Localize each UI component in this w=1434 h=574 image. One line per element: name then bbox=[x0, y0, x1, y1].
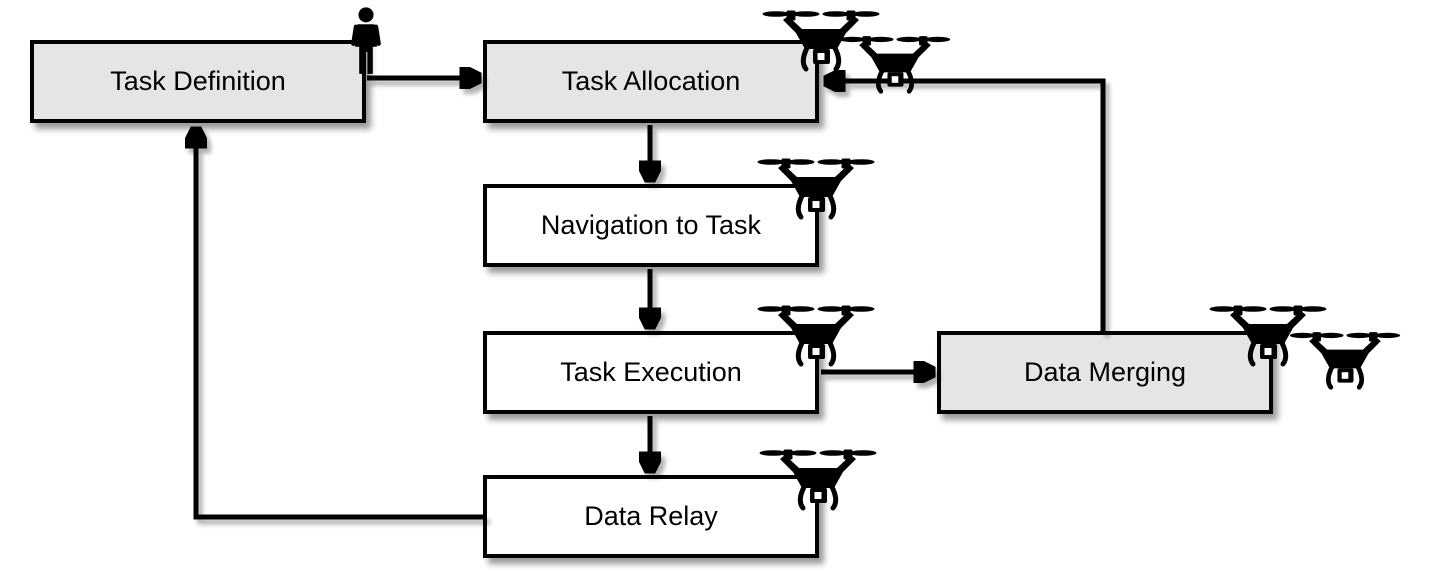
drone-icon bbox=[1288, 326, 1402, 392]
node-label: Task Allocation bbox=[561, 66, 741, 96]
node-label: Task Execution bbox=[560, 357, 742, 387]
node-task-definition: Task Definition bbox=[30, 40, 366, 123]
node-label: Data Merging bbox=[1023, 357, 1187, 387]
edge-merging-to-allocation bbox=[827, 81, 1106, 332]
node-task-execution: Task Execution bbox=[483, 331, 819, 414]
node-label: Task Definition bbox=[110, 66, 286, 96]
node-label: Data Relay bbox=[584, 501, 718, 531]
node-label: Navigation to Task bbox=[540, 210, 762, 240]
drone-icon bbox=[838, 30, 952, 96]
node-data-relay: Data Relay bbox=[483, 475, 819, 558]
edge-relay-to-definition bbox=[196, 130, 486, 520]
node-task-allocation: Task Allocation bbox=[483, 40, 819, 123]
node-data-merging: Data Merging bbox=[937, 331, 1273, 414]
node-navigation-to-task: Navigation to Task bbox=[483, 184, 819, 267]
